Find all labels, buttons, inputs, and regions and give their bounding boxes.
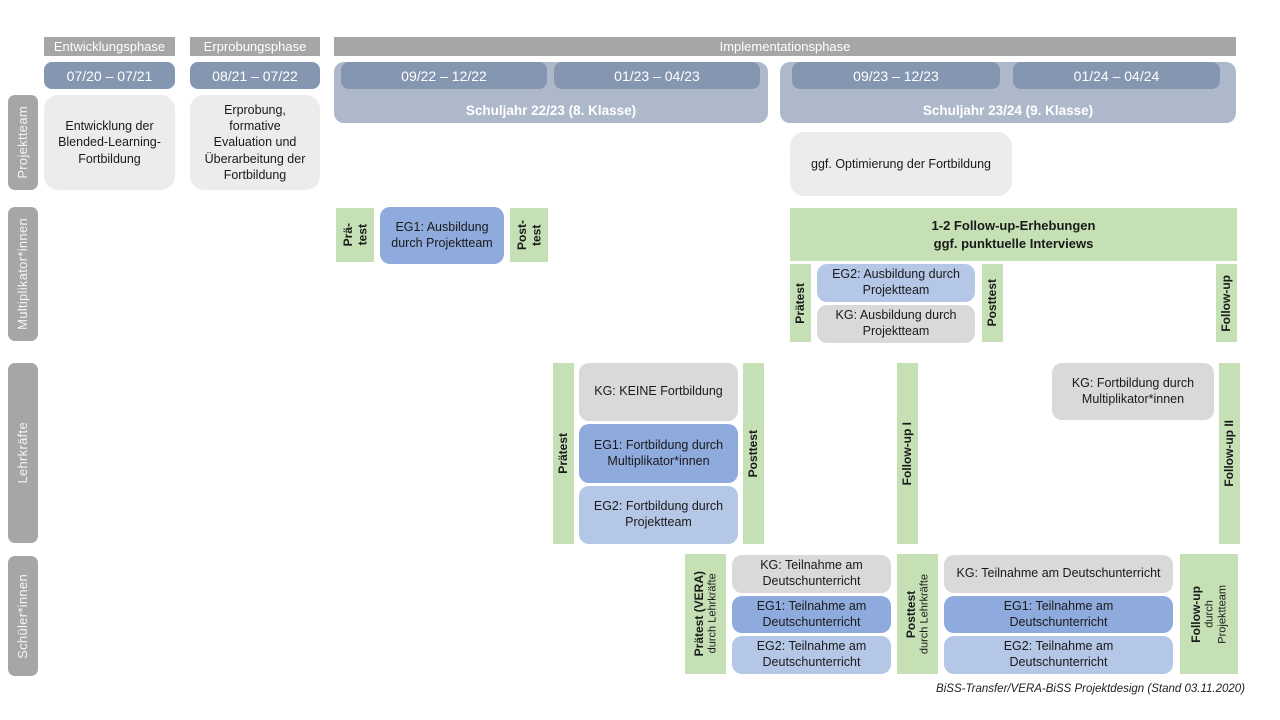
lehrkraefte-followup1-bar: Follow-up I (897, 363, 918, 544)
phase-header-erprobungsphase: Erprobungsphase (190, 37, 320, 56)
box-eg2-deutschunterricht-2: EG2: Teilnahme am Deutschunterricht (944, 636, 1173, 674)
schueler-followup-title: Follow-up (1188, 585, 1203, 643)
schueler-praetest-sub: durch Lehrkräfte (706, 573, 719, 655)
footer-caption: BiSS-Transfer/VERA-BiSS Projektdesign (S… (936, 683, 1245, 695)
lehrkraefte-posttest-bar: Posttest (743, 363, 764, 544)
box-kg-deutschunterricht-1: KG: Teilnahme am Deutschunterricht (732, 555, 891, 593)
multiplikatoren-praetest-bar: Prä- test (336, 208, 374, 262)
sidebar-row-schuelerinnen: Schüler*innen (8, 556, 38, 676)
sidebar-label-lehrkraefte: Lehrkräfte (15, 422, 31, 484)
lehrkraefte-posttest-label: Posttest (746, 429, 761, 478)
schoolyear-label-23-24: Schuljahr 23/24 (9. Klasse) (922, 103, 1094, 118)
box-eg2-fortbildung-projektteam: EG2: Fortbildung durch Projektteam (579, 486, 738, 544)
date-bar-0123-0423: 01/23 – 04/23 (554, 62, 760, 89)
followup-erhebungen-line2: ggf. punktuelle Interviews (933, 235, 1094, 251)
box-eg1-deutschunterricht-1: EG1: Teilnahme am Deutschunterricht (732, 596, 891, 633)
lehrkraefte-followup1-label: Follow-up I (900, 421, 915, 486)
phase-header-implementationsphase: Implementationsphase (334, 37, 1236, 56)
schueler-followup-bar: Follow-up durch Projektteam (1180, 554, 1238, 674)
box-followup-erhebungen: 1-2 Follow-up-Erhebungen ggf. punktuelle… (790, 208, 1237, 261)
multiplikatoren-posttest-bar: Post- test (510, 208, 548, 262)
praetest-line2: test (355, 224, 369, 246)
box-eg2-deutschunterricht-1: EG2: Teilnahme am Deutschunterricht (732, 636, 891, 674)
schoolyear-label-22-23: Schuljahr 22/23 (8. Klasse) (465, 103, 637, 118)
praetest2-label: Prätest (793, 282, 808, 324)
box-kg-keine-fortbildung: KG: KEINE Fortbildung (579, 363, 738, 421)
praetest-line1: Prä- (340, 223, 355, 247)
box-erprobung-evaluation: Erprobung, formative Evaluation und Über… (190, 95, 320, 190)
schueler-followup-sub1: durch (1203, 600, 1215, 628)
followup-erhebungen-line1: 1-2 Follow-up-Erhebungen (931, 217, 1096, 233)
phase-header-entwicklungsphase: Entwicklungsphase (44, 37, 175, 56)
schueler-posttest-bar: Posttest durch Lehrkräfte (897, 554, 938, 674)
box-eg2-ausbildung-projektteam: EG2: Ausbildung durch Projektteam (817, 264, 975, 302)
box-eg1-fortbildung-multiplikatoren: EG1: Fortbildung durch Multiplikator*inn… (579, 424, 738, 483)
box-kg-deutschunterricht-2: KG: Teilnahme am Deutschunterricht (944, 555, 1173, 593)
multiplikatoren-praetest2-bar: Prätest (790, 264, 811, 342)
lehrkraefte-followup2-bar: Follow-up II (1219, 363, 1240, 544)
date-bar-0923-1223: 09/23 – 12/23 (792, 62, 1000, 89)
multiplikatoren-followup-label: Follow-up (1219, 274, 1234, 332)
box-eg1-deutschunterricht-2: EG1: Teilnahme am Deutschunterricht (944, 596, 1173, 633)
date-bar-0720-0721: 07/20 – 07/21 (44, 62, 175, 89)
multiplikatoren-followup-bar: Follow-up (1216, 264, 1237, 342)
date-bar-0922-1222: 09/22 – 12/22 (341, 62, 547, 89)
date-bar-0124-0424: 01/24 – 04/24 (1013, 62, 1220, 89)
box-entwicklung-fortbildung: Entwicklung der Blended-Learning-Fortbil… (44, 95, 175, 190)
date-bar-0821-0722: 08/21 – 07/22 (190, 62, 320, 89)
schueler-followup-sub2: Projektteam (1216, 584, 1229, 644)
sidebar-label-projektteam: Projektteam (15, 106, 31, 179)
schueler-posttest-sub: durch Lehrkräfte (918, 573, 931, 655)
multiplikatoren-posttest2-bar: Posttest (982, 264, 1003, 342)
sidebar-row-multiplikatorinnen: Multiplikator*innen (8, 207, 38, 341)
sidebar-row-projektteam: Projektteam (8, 95, 38, 190)
schueler-praetest-vera-bar: Prätest (VERA) durch Lehrkräfte (685, 554, 726, 674)
sidebar-label-multiplikatorinnen: Multiplikator*innen (15, 218, 31, 330)
schueler-posttest-title: Posttest (903, 590, 918, 638)
box-eg1-ausbildung-projektteam: EG1: Ausbildung durch Projektteam (380, 207, 504, 264)
lehrkraefte-followup2-label: Follow-up II (1222, 420, 1237, 487)
lehrkraefte-praetest-bar: Prätest (553, 363, 574, 544)
posttest2-label: Posttest (985, 279, 1000, 327)
sidebar-label-schuelerinnen: Schüler*innen (15, 573, 31, 659)
posttest-line2: test (529, 224, 543, 246)
box-optimierung-fortbildung: ggf. Optimierung der Fortbildung (790, 132, 1012, 196)
lehrkraefte-praetest-label: Prätest (556, 433, 571, 474)
schueler-praetest-title: Prätest (VERA) (691, 571, 706, 657)
box-kg-ausbildung-projektteam: KG: Ausbildung durch Projektteam (817, 305, 975, 343)
sidebar-row-lehrkraefte: Lehrkräfte (8, 363, 38, 543)
posttest-line1: Post- (514, 220, 529, 250)
box-kg-fortbildung-multiplikatoren: KG: Fortbildung durch Multiplikator*inne… (1052, 363, 1214, 420)
